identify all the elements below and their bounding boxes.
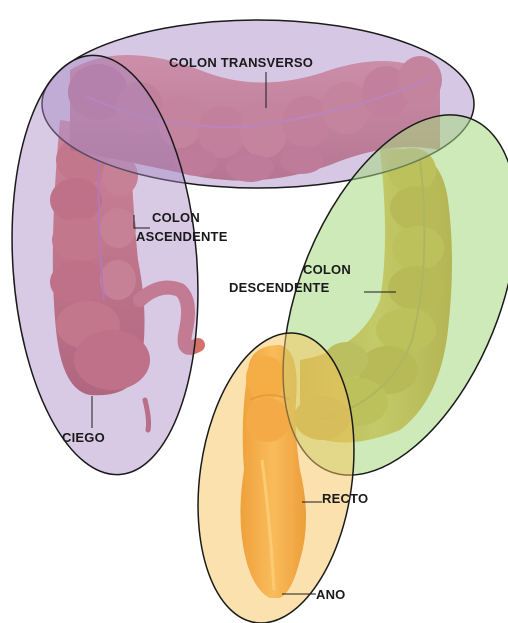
label-colon-descendente-2: DESCENDENTE	[229, 280, 330, 295]
label-recto: RECTO	[322, 491, 368, 506]
label-colon-ascendente-1: COLON	[152, 210, 200, 225]
label-colon-ascendente-2: ASCENDENTE	[136, 229, 228, 244]
label-colon-descendente-1: COLON	[303, 262, 351, 277]
label-ciego: CIEGO	[62, 430, 105, 445]
label-ano: ANO	[316, 587, 346, 602]
label-colon-transverso: COLON TRANSVERSO	[169, 55, 313, 70]
